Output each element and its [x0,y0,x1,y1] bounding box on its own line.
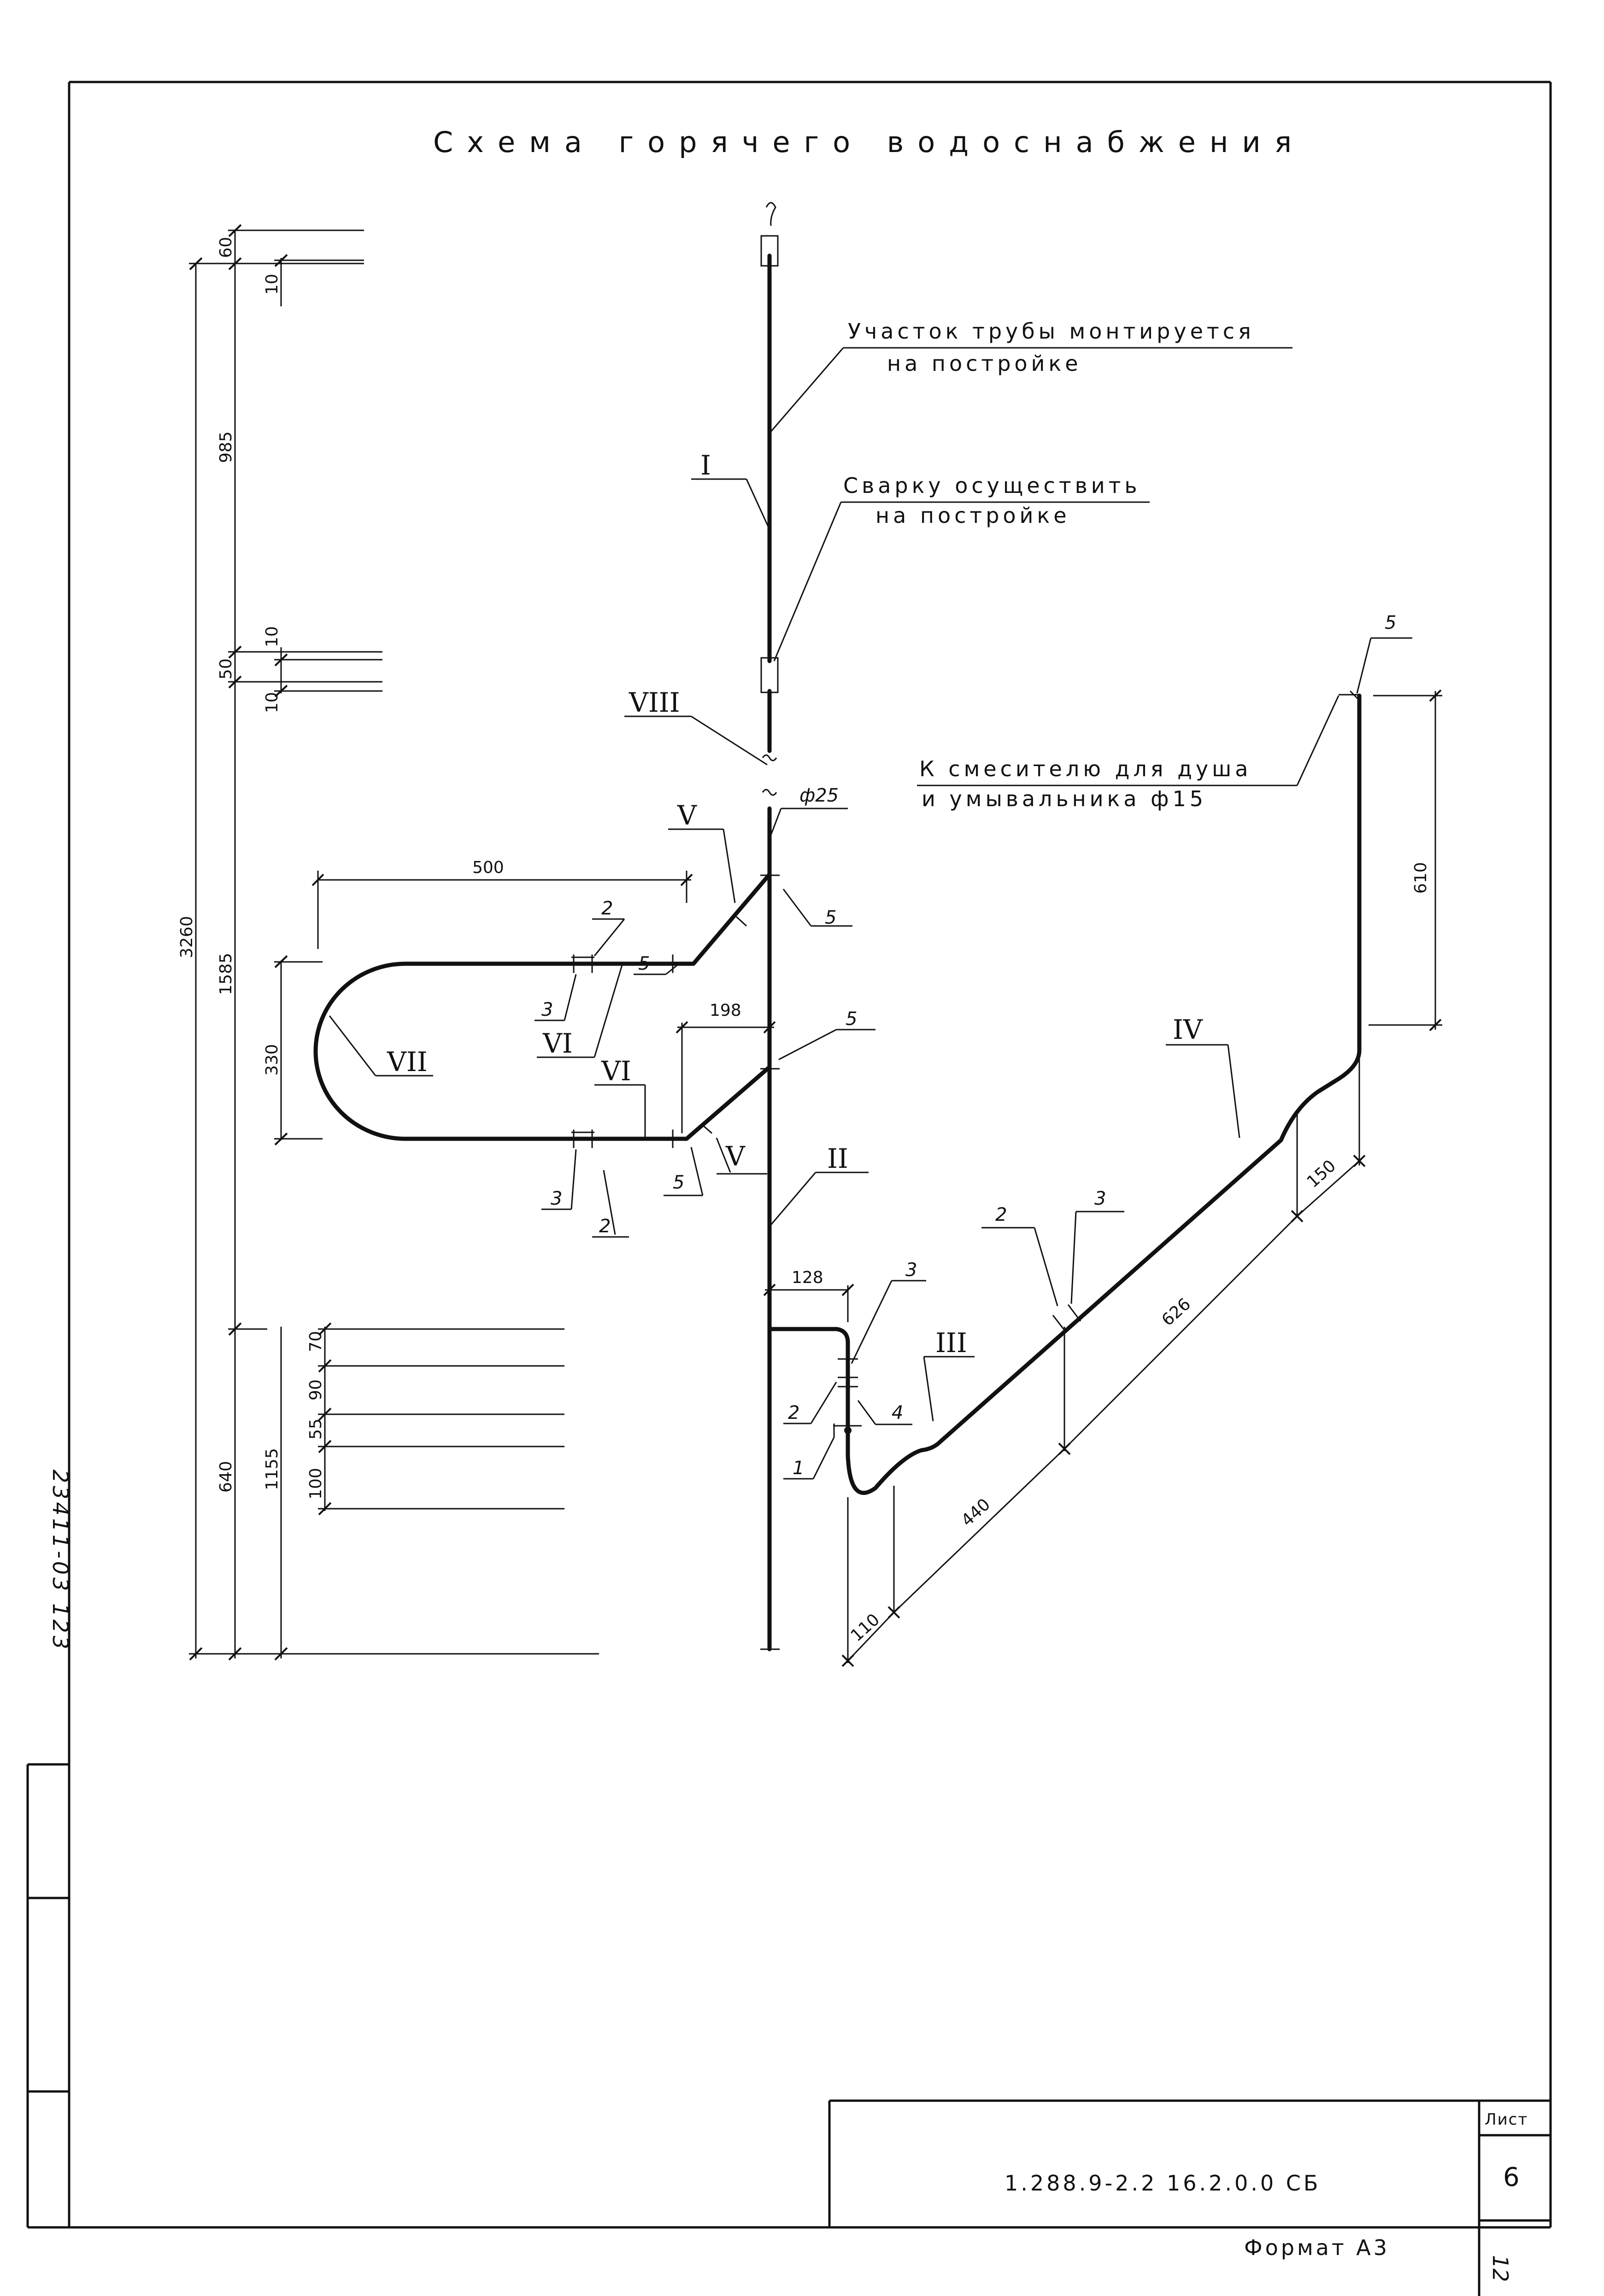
dim-10a: 10 [263,274,282,295]
label-IV: IV [1173,1014,1203,1045]
handwritten-number: 12 [1488,2255,1513,2282]
sheet-label: Лист [1485,2110,1528,2129]
dim-3260: 3260 [177,916,196,958]
dim-985: 985 [217,431,235,463]
pos-2-upper: 2 [601,898,613,919]
dim-70: 70 [306,1331,325,1352]
pos-3-mid: 3 [905,1259,917,1281]
dim-640: 640 [217,1461,235,1493]
note-weld-site-line1: Сварку осуществить [843,473,1141,498]
pos-2-diag: 2 [995,1204,1007,1225]
pos-2-mid: 2 [788,1402,799,1423]
dim-440: 440 [958,1495,994,1530]
label-VI-upper: VI [542,1028,573,1059]
fitting-cluster [833,1358,862,1437]
note-mixer-line2: и умывальника ф15 [922,786,1207,811]
dim-150: 150 [1304,1156,1340,1191]
note-mixer: К смесителю для душа и умывальника ф15 [917,695,1340,811]
position-labels: 5 5 2 5 3 198 5 5 3 2 3 2 4 [535,612,1412,1480]
diagram-title: Схема горячего водоснабжения [433,125,1305,159]
pos-5-valve-upper: 5 [825,907,836,928]
note-pipe-site-line1: Участок трубы монтируется [848,319,1255,344]
dim-10c: 10 [263,692,282,713]
right-dimensions: 610 150 626 440 110 [841,689,1442,1667]
dim-110: 110 [847,1610,884,1645]
pos-3-lower: 3 [551,1188,562,1209]
coupling-upper [760,235,779,267]
note-weld-site-line2: на постройке [875,503,1070,528]
dim-10b: 10 [263,626,282,647]
pos-1-mid: 1 [793,1458,804,1479]
horizontal-dimensions: 500 128 [311,858,854,1322]
label-III: III [935,1327,967,1359]
dim-90: 90 [306,1379,325,1400]
drawing-frame [26,81,1552,2229]
dim-1585: 1585 [217,953,235,995]
dim-610: 610 [1411,862,1430,894]
dim-500: 500 [472,858,504,877]
dim-55: 55 [306,1418,325,1440]
note-weld-site: Сварку осуществить на постройке [773,473,1150,662]
label-I: I [700,450,711,481]
pos-2-lower: 2 [599,1216,611,1237]
dim-1155: 1155 [263,1448,282,1490]
pos-5-lower-junction: 5 [846,1008,857,1030]
pipe-branch-right [767,690,1362,1495]
dim-330: 330 [263,1044,282,1076]
document-code: 1.288.9-2.2 16.2.0.0 СБ [1005,2171,1321,2196]
label-II: II [827,1143,848,1174]
note-pipe-site-line2: на постройке [887,351,1082,376]
pipe-loop [313,872,772,1148]
diagonal-valve [1052,1304,1081,1332]
title-block: 1.288.9-2.2 16.2.0.0 СБ Лист 6 Формат А3… [828,2099,1551,2296]
main-riser [760,202,780,1652]
pos-5-lower-valve: 5 [673,1172,684,1193]
sheet-number: 6 [1503,2162,1520,2192]
dim-60: 60 [217,237,235,258]
pos-3-upper: 3 [541,999,553,1020]
pos-198: 198 [710,1001,741,1020]
label-V-upper: V [677,800,697,831]
valve-upper [571,955,594,973]
coupling-lower [760,657,779,693]
label-VII: VII [387,1046,428,1078]
side-archive-code: 23411-03 123 [48,1470,73,1652]
label-VI-lower: VI [601,1055,631,1087]
roman-labels: I VIII V VI VII VI V II III IV [329,450,1240,1422]
dim-128: 128 [792,1268,823,1287]
left-dimensions: 60 10 985 10 50 10 3260 1585 330 640 115… [177,224,599,1661]
note-pipe-site: Участок трубы монтируется на постройке [770,319,1293,433]
format-label: Формат А3 [1244,2235,1390,2260]
pos-5-upper-junction: 5 [638,953,650,974]
dim-100: 100 [306,1468,325,1499]
pos-3-diag: 3 [1094,1188,1106,1209]
dim-50: 50 [217,658,235,679]
pipe-size-label: ф25 [799,785,839,806]
label-VIII: VIII [629,687,680,718]
pos-5-top-right: 5 [1385,612,1396,633]
note-mixer-line1: К смесителю для душа [919,756,1251,781]
valve-lower [571,1130,594,1148]
pos-4-mid: 4 [892,1402,903,1423]
